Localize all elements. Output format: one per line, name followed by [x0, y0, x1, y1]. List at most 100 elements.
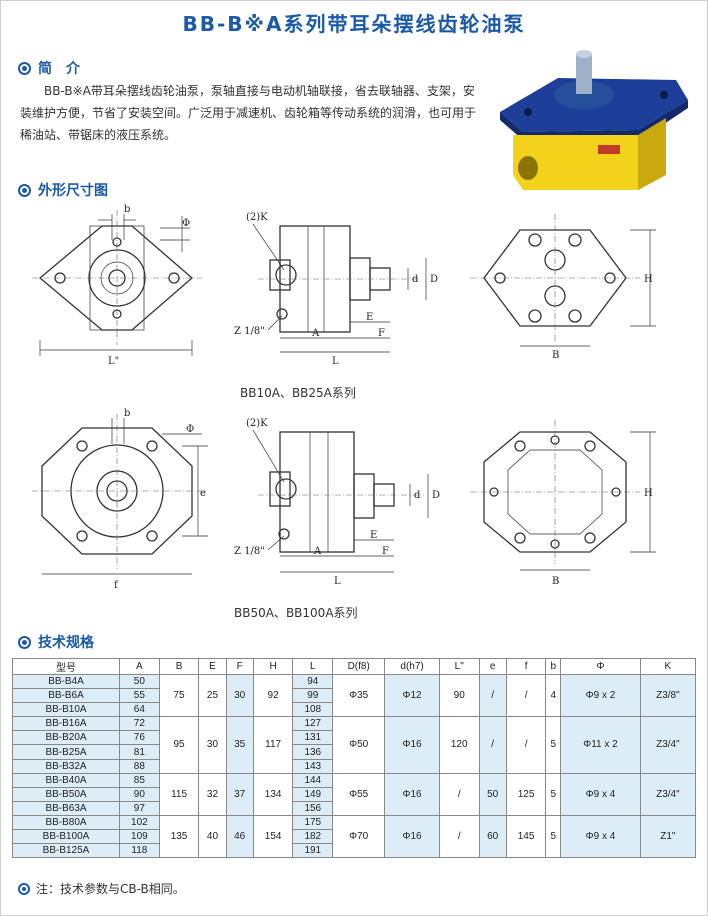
section-heading-spec: 技术规格: [18, 632, 94, 652]
svg-text:F: F: [382, 546, 389, 557]
table-cell: 32: [198, 772, 227, 816]
svg-text:d: d: [414, 490, 421, 501]
svg-text:D: D: [430, 274, 438, 285]
column-header: e: [478, 658, 507, 675]
table-cell: Φ16: [384, 716, 440, 774]
table-cell: Φ9 x 2: [560, 673, 641, 718]
table-cell: Z3/4": [639, 716, 697, 774]
svg-text:D: D: [432, 490, 440, 501]
table-cell: 109: [119, 829, 160, 845]
table-cell: Φ50: [332, 716, 386, 774]
table-cell: BB-B32A: [11, 758, 121, 774]
table-cell: 95: [158, 716, 200, 774]
section-heading-drawing: 外形尺寸图: [18, 180, 108, 200]
table-cell: 81: [119, 744, 160, 760]
column-header: Φ: [560, 658, 641, 675]
table-cell: 108: [292, 702, 334, 718]
intro-paragraph: BB-B※A带耳朵摆线齿轮油泵，泵轴直接与电动机轴联接，省去联轴器、支架，安装维…: [20, 84, 477, 142]
svg-text:H: H: [644, 274, 653, 285]
table-cell: BB-B6A: [11, 688, 121, 704]
table-cell: 50: [119, 673, 160, 690]
table-cell: 154: [252, 814, 294, 859]
table-cell: 115: [158, 772, 200, 816]
table-cell: 144: [292, 772, 334, 788]
table-cell: BB-B50A: [11, 786, 121, 802]
table-cell: BB-B80A: [11, 814, 121, 831]
table-cell: /: [478, 673, 507, 718]
table-cell: 64: [119, 702, 160, 718]
column-header: f: [505, 658, 547, 675]
table-cell: BB-B40A: [11, 772, 121, 788]
svg-text:B: B: [552, 350, 559, 361]
table-cell: Z1": [639, 814, 697, 859]
svg-text:b: b: [124, 408, 130, 419]
table-cell: 125: [505, 772, 547, 816]
column-header: E: [198, 658, 227, 675]
table-cell: 99: [292, 688, 334, 704]
table-cell: 5: [545, 772, 562, 816]
table-cell: 131: [292, 730, 334, 746]
table-cell: 4: [545, 673, 562, 718]
table-cell: 90: [119, 786, 160, 802]
svg-text:f: f: [114, 580, 119, 591]
section-heading-intro: 简 介: [18, 58, 80, 78]
table-cell: Φ9 x 4: [560, 772, 641, 816]
table-cell: 143: [292, 758, 334, 774]
table-cell: Φ16: [384, 814, 440, 859]
svg-text:(2)K: (2)K: [246, 418, 268, 429]
table-cell: BB-B10A: [11, 702, 121, 718]
table-cell: Z3/4": [639, 772, 697, 816]
table-cell: 5: [545, 716, 562, 774]
table-cell: 5: [545, 814, 562, 859]
table-cell: 92: [252, 673, 294, 718]
table-cell: BB-B16A: [11, 716, 121, 732]
page-title: BB-B※A系列带耳朵摆线齿轮油泵: [182, 12, 526, 36]
svg-text:Z 1/8": Z 1/8": [234, 546, 265, 557]
svg-text:H: H: [644, 488, 653, 499]
caption-series-1: BB10A、BB25A系列: [240, 386, 356, 400]
table-cell: 30: [198, 716, 227, 774]
table-cell: Φ70: [332, 814, 386, 859]
svg-text:L: L: [332, 356, 339, 367]
column-header: b: [545, 658, 562, 675]
table-cell: /: [505, 673, 547, 718]
table-cell: BB-B63A: [11, 800, 121, 816]
table-cell: 191: [292, 843, 334, 859]
table-cell: 118: [119, 843, 160, 859]
bullet-icon: [18, 61, 31, 75]
svg-text:B: B: [552, 576, 559, 587]
column-header: F: [225, 658, 254, 675]
table-cell: 135: [158, 814, 200, 859]
svg-text:L: L: [334, 576, 341, 587]
table-cell: 145: [505, 814, 547, 859]
table-cell: 37: [225, 772, 254, 816]
svg-text:E: E: [366, 312, 373, 323]
svg-text:A: A: [311, 328, 320, 339]
column-header: B: [158, 658, 200, 675]
column-header: L": [438, 658, 480, 675]
table-cell: BB-B125A: [11, 843, 121, 859]
column-header: d(h7): [384, 658, 440, 675]
table-cell: Φ11 x 2: [560, 716, 641, 774]
svg-text:Z 1/8": Z 1/8": [234, 326, 265, 337]
table-cell: /: [438, 814, 480, 859]
bullet-icon: [18, 882, 30, 895]
column-header: K: [639, 658, 697, 675]
column-header: A: [119, 658, 160, 675]
table-cell: 35: [225, 716, 254, 774]
column-header: D(f8): [332, 658, 386, 675]
table-cell: 90: [438, 673, 480, 718]
table-cell: BB-B100A: [11, 829, 121, 845]
svg-text:b: b: [124, 204, 130, 215]
